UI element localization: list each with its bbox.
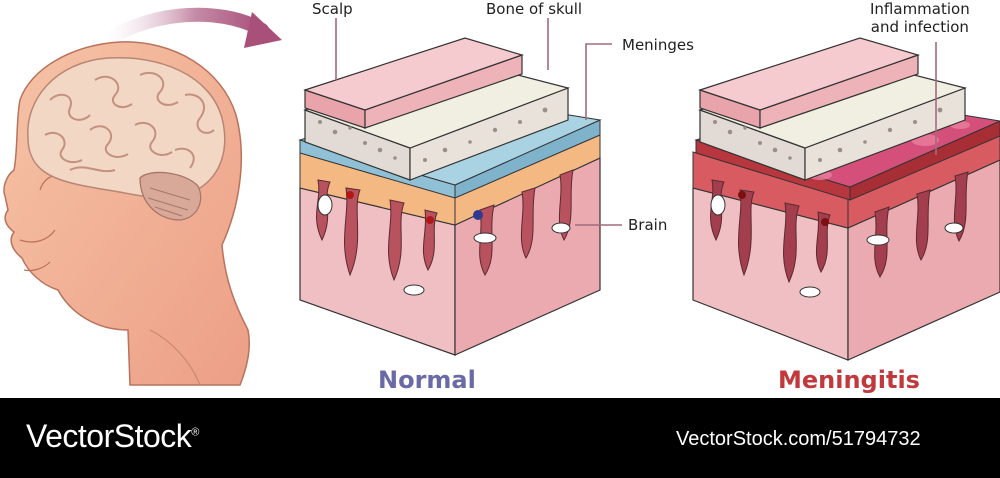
footer-registered-mark: ® — [191, 426, 199, 439]
meningitis-tissue-block — [692, 37, 1000, 361]
label-meninges: Meninges — [622, 36, 694, 54]
caption-normal: Normal — [378, 366, 476, 394]
caption-meningitis: Meningitis — [778, 366, 920, 394]
label-brain: Brain — [628, 216, 668, 234]
label-inflammation: Inflammation and infection — [870, 0, 970, 36]
footer-brand: VectorStock® — [26, 418, 199, 455]
label-inflammation-line1: Inflammation — [870, 0, 970, 18]
footer-brand-name: VectorStock — [26, 418, 192, 454]
watermark-footer: VectorStock® VectorStock.com/51794732 — [0, 398, 1000, 478]
leader-lines — [335, 18, 937, 226]
meningitis-illustration — [3, 7, 1000, 386]
brain-icon — [27, 56, 226, 221]
label-scalp: Scalp — [312, 0, 353, 18]
label-inflammation-line2: and infection — [870, 18, 969, 36]
footer-image-ref: VectorStock.com/51794732 — [676, 428, 921, 450]
normal-tissue-block — [298, 37, 602, 356]
label-bone-of-skull: Bone of skull — [486, 0, 583, 18]
curved-arrow-icon — [88, 7, 282, 57]
